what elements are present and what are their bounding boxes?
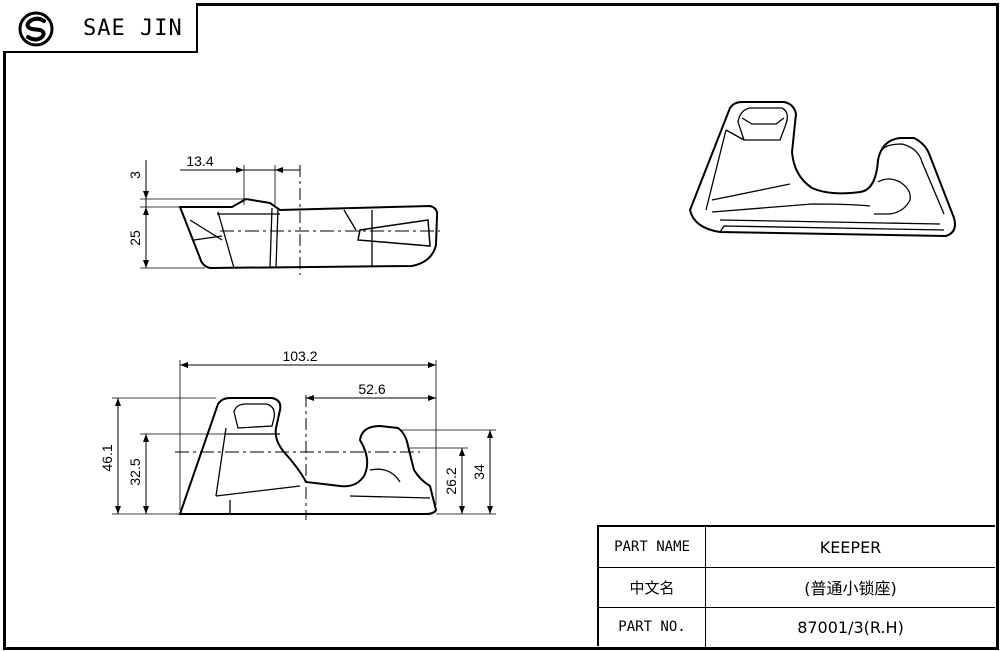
dim-slot-height: 26.2 <box>443 467 459 494</box>
title-block: PART NAME KEEPER 中文名 (普通小锁座) PART NO. 87… <box>597 525 995 647</box>
drawing-frame <box>3 3 999 650</box>
dimension-arrows <box>115 167 493 514</box>
title-row-chinese-name: 中文名 (普通小锁座) <box>599 567 995 608</box>
dim-top-gap: 3 <box>127 171 143 179</box>
part-name-value: KEEPER <box>819 537 882 557</box>
brand-name: SAE JIN <box>83 16 183 41</box>
part-no-label: PART NO. <box>599 607 706 647</box>
sj-circle-logo-icon <box>18 11 54 47</box>
dim-partial-length: 52.6 <box>358 381 385 397</box>
chinese-name-value: (普通小锁座) <box>804 579 897 598</box>
isometric-view <box>688 101 956 238</box>
front-view <box>112 360 496 520</box>
dim-mid-height: 32.5 <box>127 458 143 485</box>
dim-overall-height: 46.1 <box>99 444 115 471</box>
dim-right-height: 34 <box>471 464 487 480</box>
part-no-value: 87001/3(R.H) <box>797 617 904 637</box>
chinese-name-label: 中文名 <box>599 567 706 607</box>
part-name-label: PART NAME <box>599 527 706 567</box>
logo-box: SAE JIN <box>3 3 198 53</box>
dim-overall-length: 103.2 <box>282 348 317 364</box>
dim-width-offset: 13.4 <box>186 153 213 169</box>
dim-side-height: 25 <box>127 230 143 246</box>
side-view <box>140 160 440 275</box>
title-row-part-no: PART NO. 87001/3(R.H) <box>599 607 995 647</box>
title-row-part-name: PART NAME KEEPER <box>599 527 995 568</box>
